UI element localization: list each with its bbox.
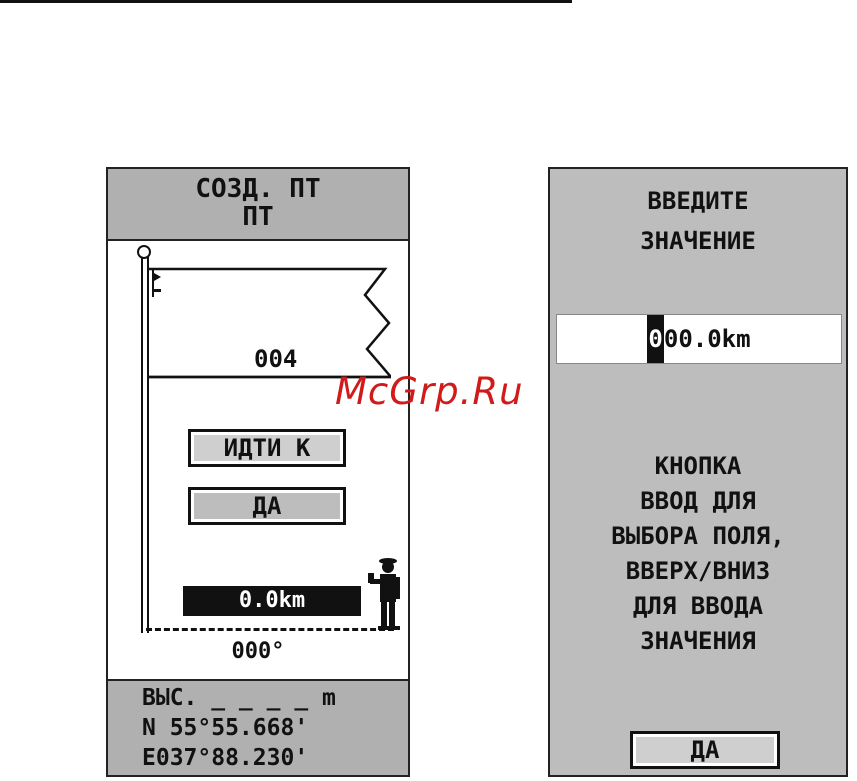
latitude-field: N 55°55.668' (142, 713, 408, 743)
watermark-text: McGrp.Ru (335, 370, 524, 413)
ground-line (146, 628, 394, 631)
longitude-field: E037°88.230' (142, 743, 408, 773)
enter-value-title: ВВЕДИТЕ ЗНАЧЕНИЕ (550, 181, 846, 261)
waypoint-symbol-icon (149, 267, 163, 299)
value-entry-field[interactable]: 000.0km (556, 314, 842, 364)
ok-button[interactable]: ДА (188, 487, 346, 525)
create-waypoint-screen: СОЗД. ПТ ПТ 004 ИДТИ К ДА 0.0km (106, 167, 410, 777)
title-line-1: ВВЕДИТЕ (550, 181, 846, 221)
flag-pole (141, 255, 149, 633)
flag-pole-knob (137, 245, 151, 259)
distance-readout: 0.0km (183, 586, 361, 616)
waypoint-number: 004 (254, 345, 297, 373)
help-line: ДЛЯ ВВОДА (550, 589, 846, 624)
screen-header: СОЗД. ПТ ПТ (108, 169, 408, 241)
help-line: ЗНАЧЕНИЯ (550, 624, 846, 659)
help-line: ВВЕРХ/ВНИЗ (550, 554, 846, 589)
entry-cursor-digit[interactable]: 0 (647, 315, 663, 363)
waypoint-flag: 004 (149, 267, 391, 377)
help-line: КНОПКА (550, 449, 846, 484)
waypoint-content: 004 ИДТИ К ДА 0.0km 000° (108, 241, 408, 679)
enter-value-screen: ВВЕДИТЕ ЗНАЧЕНИЕ 000.0km КНОПКА ВВОД ДЛЯ… (548, 167, 848, 777)
ok-button[interactable]: ДА (630, 731, 780, 769)
goto-button[interactable]: ИДТИ К (188, 429, 346, 467)
header-subtitle: ПТ (108, 203, 408, 231)
header-title: СОЗД. ПТ (108, 175, 408, 203)
position-footer: ВЫС. _ _ _ _ m N 55°55.668' E037°88.230' (108, 679, 408, 775)
person-icon (366, 553, 406, 631)
help-text: КНОПКА ВВОД ДЛЯ ВЫБОРА ПОЛЯ, ВВЕРХ/ВНИЗ … (550, 449, 846, 659)
altitude-field: ВЫС. _ _ _ _ m (142, 683, 408, 713)
bearing-readout: 000° (108, 639, 408, 664)
entry-value-rest: 00.0km (664, 325, 751, 353)
title-line-2: ЗНАЧЕНИЕ (550, 221, 846, 261)
help-line: ВЫБОРА ПОЛЯ, (550, 519, 846, 554)
help-line: ВВОД ДЛЯ (550, 484, 846, 519)
top-rule (0, 0, 572, 3)
